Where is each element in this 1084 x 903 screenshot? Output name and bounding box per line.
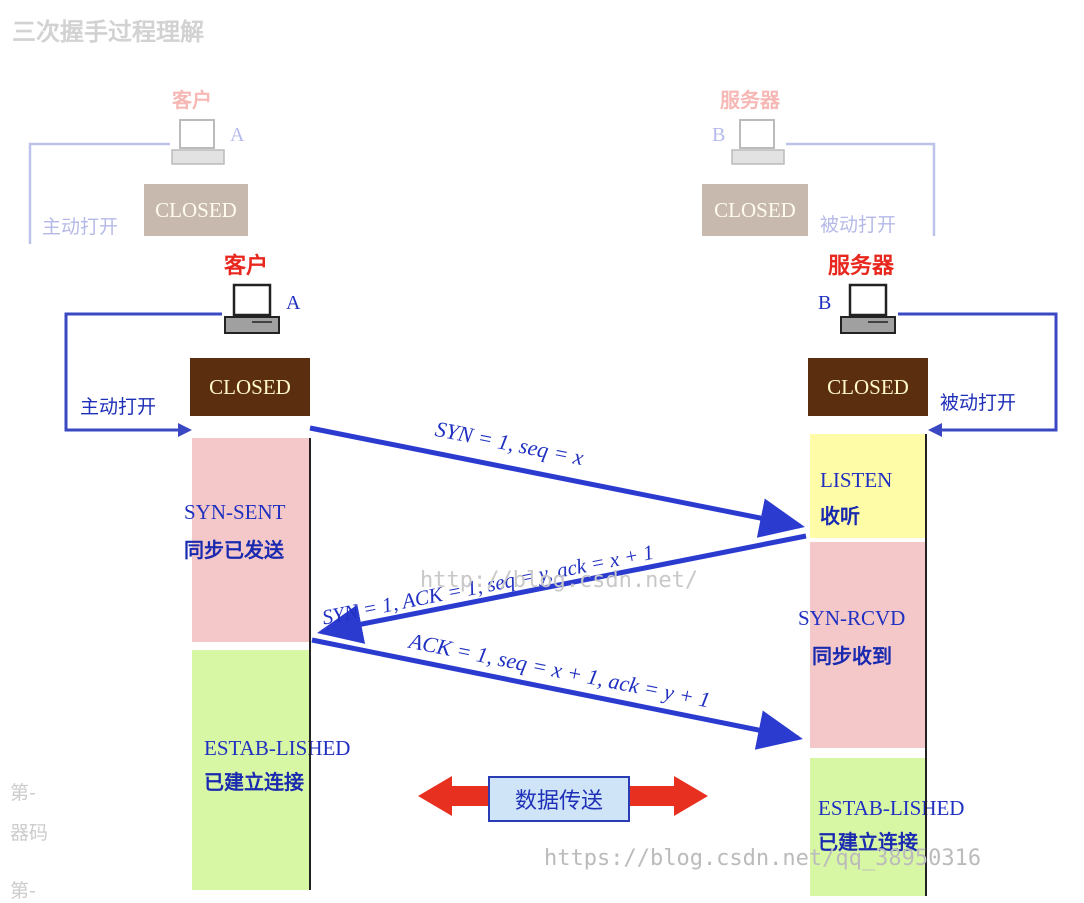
client-closed-state: CLOSED — [190, 358, 310, 416]
passive-open-label: 被动打开 — [940, 392, 1017, 414]
server-closed-state: CLOSED — [808, 358, 928, 416]
ghost-client-computer-icon — [171, 119, 225, 165]
ghost-server-computer-icon — [731, 119, 785, 165]
server-label: 服务器 — [828, 254, 895, 279]
center-watermark: http://blog.csdn.net/ — [420, 568, 699, 593]
ghost-passive-open: 被动打开 — [820, 214, 897, 236]
ghost-diagram: 客户 服务器 A B CLOSED CLOSED 主动打开 被动打开 — [0, 0, 1084, 250]
ghost-server-letter: B — [712, 124, 726, 146]
server-syn-rcvd-box — [810, 542, 926, 748]
ghost-client-closed: CLOSED — [144, 184, 248, 236]
active-open-arrowhead — [178, 423, 192, 437]
ghost-client-letter: A — [230, 124, 245, 146]
client-state-established-cn: 已建立连接 — [204, 770, 304, 794]
server-computer-icon — [840, 283, 896, 334]
server-state-rcvd-en: SYN-RCVD — [798, 606, 906, 630]
side-fragment-1: 第- — [10, 782, 36, 804]
ghost-active-open: 主动打开 — [42, 216, 119, 238]
page-title: 三次握手过程理解 — [12, 18, 204, 46]
server-established-box — [810, 758, 926, 896]
server-state-established-cn: 已建立连接 — [818, 830, 918, 854]
ghost-connectors — [28, 142, 936, 244]
client-established-box — [192, 650, 310, 890]
bottom-watermark: https://blog.csdn.net/qq_38950316 — [544, 846, 982, 871]
client-state-sent-cn: 同步已发送 — [184, 538, 284, 562]
client-computer-icon — [224, 283, 280, 334]
active-open-connector — [64, 312, 222, 432]
ghost-server-closed: CLOSED — [702, 184, 808, 236]
server-state-listen-cn: 收听 — [820, 504, 860, 528]
server-state-rcvd-cn: 同步收到 — [812, 644, 892, 668]
syn-ack-arrow — [317, 533, 807, 644]
ack-arrow — [311, 637, 803, 750]
client-state-sent-en: SYN-SENT — [184, 500, 286, 524]
side-fragment-2: 器码 — [10, 822, 49, 844]
ghost-server-label: 服务器 — [720, 88, 780, 112]
passive-open-connector — [898, 312, 1058, 432]
server-listen-box — [810, 434, 926, 538]
client-state-established-en: ESTAB-LISHED — [204, 736, 351, 760]
side-fragment-3: 第- — [10, 880, 36, 902]
client-letter: A — [286, 292, 301, 314]
server-state-established-en: ESTAB-LISHED — [818, 796, 965, 820]
client-syn-sent-box — [192, 438, 310, 642]
syn-arrow — [309, 425, 805, 538]
active-open-label: 主动打开 — [80, 396, 157, 418]
passive-open-arrowhead — [928, 423, 942, 437]
data-transfer-label: 数据传送 — [488, 776, 630, 822]
server-letter: B — [818, 292, 832, 314]
ghost-client-label: 客户 — [172, 88, 212, 112]
client-label: 客户 — [224, 254, 269, 279]
server-state-listen-en: LISTEN — [820, 468, 893, 492]
